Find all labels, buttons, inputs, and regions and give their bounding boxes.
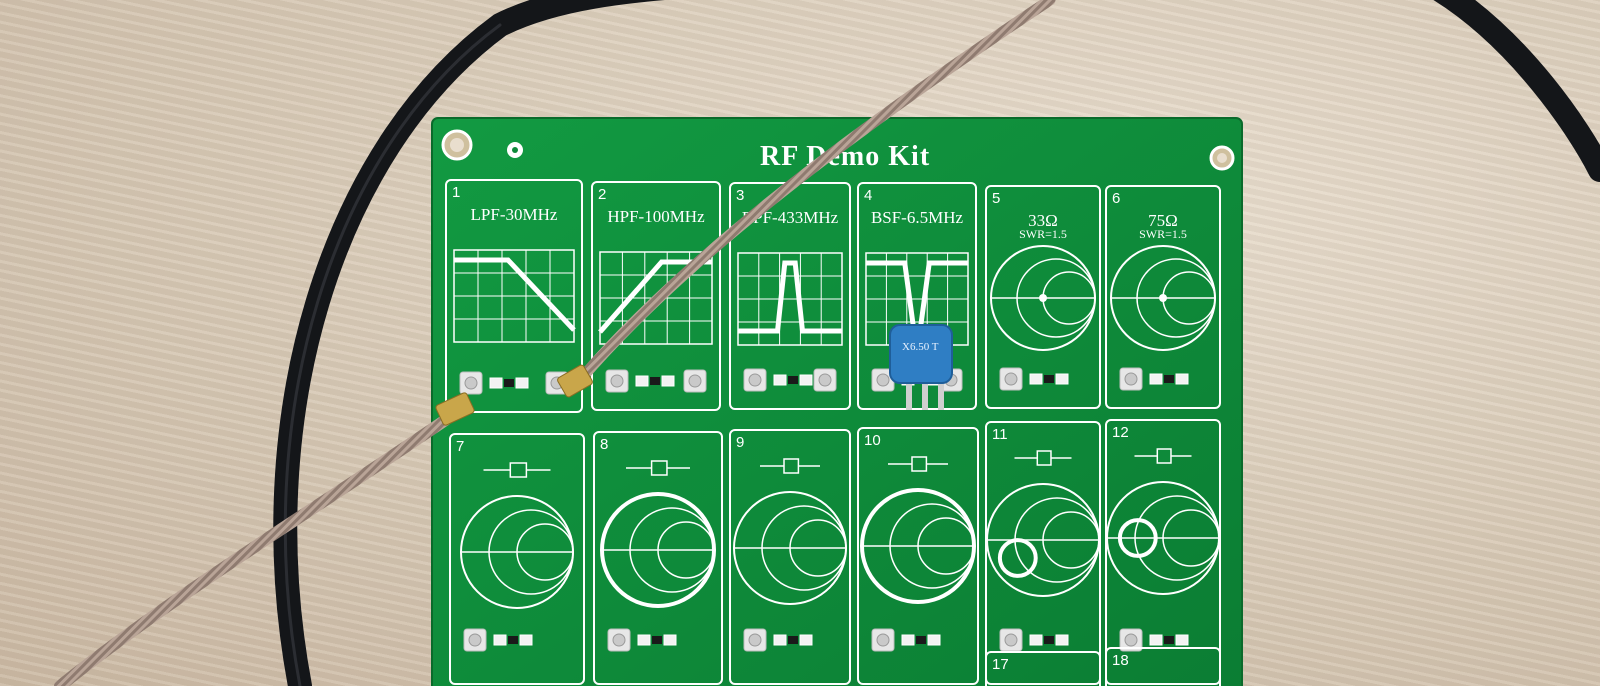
smith-chart: [860, 488, 976, 604]
demo-cell-12: 12: [1105, 419, 1221, 685]
connector-pad: [999, 367, 1069, 391]
cell-number: 2: [598, 186, 606, 203]
smith-chart: [986, 483, 1100, 597]
demo-cell-9: 9: [729, 429, 851, 685]
braided-coax-cable: [54, 0, 1056, 686]
smith-chart: [733, 491, 847, 605]
black-coax-cable: [273, 0, 1600, 686]
demo-cells: 1LPF-30MHz2HPF-100MHz3BPF-433MHz4BSF-6.5…: [445, 179, 1221, 686]
response-graph: [453, 249, 576, 343]
connector-pad: [607, 628, 677, 652]
cell-number: 7: [456, 438, 464, 455]
connector-pad: [743, 628, 813, 652]
connector-pad: [999, 628, 1069, 652]
response-graph: [737, 252, 843, 346]
cell-label: 75Ω: [1148, 211, 1178, 230]
connector-pad: [871, 628, 941, 652]
cell-number: 11: [992, 426, 1008, 443]
smith-chart: [600, 492, 716, 608]
demo-cell-11: 11: [985, 421, 1101, 685]
connector-pad: [743, 368, 837, 392]
cell-label: BSF-6.5MHz: [871, 208, 964, 227]
smith-chart: [1110, 245, 1216, 351]
smith-chart: [1106, 481, 1220, 595]
demo-cell-17: 17: [985, 651, 1101, 686]
cell-number: 1: [452, 184, 460, 201]
cell-number: 4: [864, 187, 872, 204]
cell-number: 17: [992, 656, 1009, 673]
cell-number: 5: [992, 190, 1000, 207]
connector-pad: [463, 628, 533, 652]
blue-ceramic-resonator: X6.50 T: [889, 324, 953, 410]
cell-number: 12: [1112, 424, 1129, 441]
pcb-board: RF Demo Kit: [431, 117, 1243, 686]
cell-label: 33Ω: [1028, 211, 1058, 230]
connector-pad: [1119, 628, 1189, 652]
demo-cell-10: 10: [857, 427, 979, 685]
ufl-connector: [435, 392, 475, 426]
cell-sublabel: SWR=1.5: [1019, 227, 1067, 241]
cell-number: 3: [736, 187, 744, 204]
cell-label: HPF-100MHz: [607, 207, 705, 226]
cell-sublabel: SWR=1.5: [1139, 227, 1187, 241]
cell-number: 8: [600, 436, 608, 453]
smith-chart: [460, 495, 574, 609]
connector-pad: [605, 369, 707, 393]
demo-cell-8: 8: [593, 431, 723, 685]
connector-pad: [1119, 367, 1189, 391]
cell-number: 6: [1112, 190, 1120, 207]
cell-number: 9: [736, 434, 744, 451]
ufl-connector: [557, 364, 593, 398]
resonator-marking: X6.50 T: [902, 341, 939, 353]
cell-label: LPF-30MHz: [471, 205, 558, 224]
demo-cell-18: 18: [1105, 647, 1221, 686]
demo-cell-7: 7: [449, 433, 585, 685]
cell-number: 10: [864, 432, 881, 449]
smith-chart: [990, 245, 1096, 351]
cell-label: BPF-433MHz: [742, 208, 839, 227]
cell-number: 18: [1112, 652, 1129, 669]
